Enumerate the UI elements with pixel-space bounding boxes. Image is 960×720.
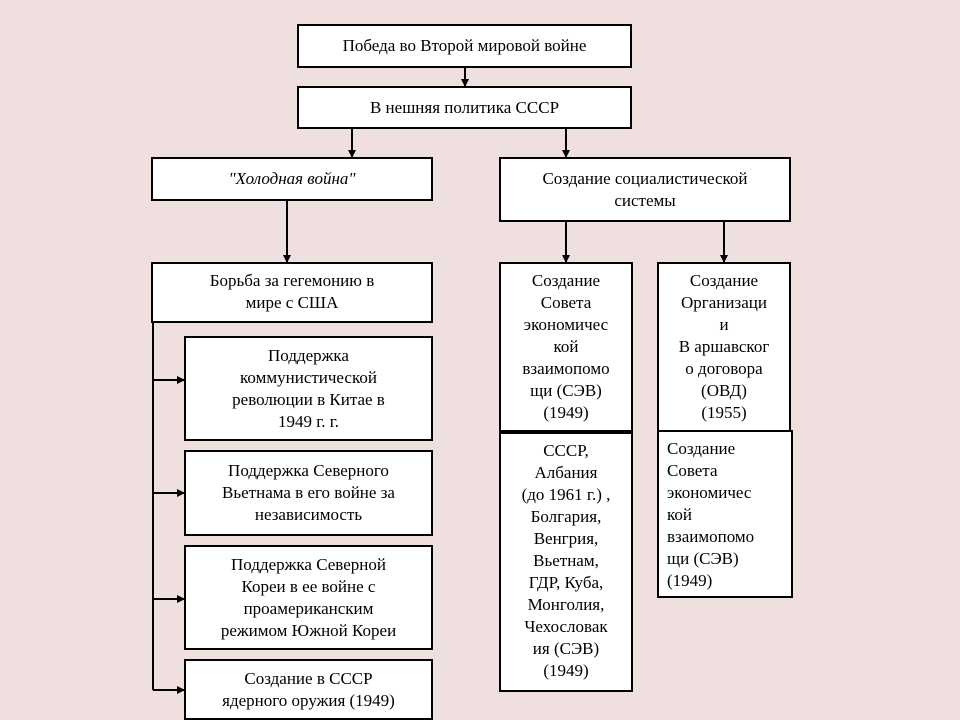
box-comecon-repeat: Создание Совета экономичес кой взаимопом… xyxy=(657,430,793,598)
box-comecon-members: СССР, Албания (до 1961 г.) , Болгария, В… xyxy=(499,432,633,692)
box-support-china: Поддержка коммунистической революции в К… xyxy=(184,336,433,441)
box-foreign-policy: В нешняя политика СССР xyxy=(297,86,632,129)
box-hegemony: Борьба за гегемонию в мире с США xyxy=(151,262,433,323)
box-support-korea: Поддержка Северной Кореи в ее войне с пр… xyxy=(184,545,433,650)
box-comecon: Создание Совета экономичес кой взаимопом… xyxy=(499,262,633,432)
box-cold-war: "Холодная война" xyxy=(151,157,433,201)
box-nuclear-weapons: Создание в СССР ядерного оружия (1949) xyxy=(184,659,433,720)
box-warsaw-pact: Создание Организаци и В аршавског о дого… xyxy=(657,262,791,432)
box-socialist-system: Создание социалистической системы xyxy=(499,157,791,222)
box-victory: Победа во Второй мировой войне xyxy=(297,24,632,68)
box-support-vietnam: Поддержка Северного Вьетнама в его войне… xyxy=(184,450,433,536)
